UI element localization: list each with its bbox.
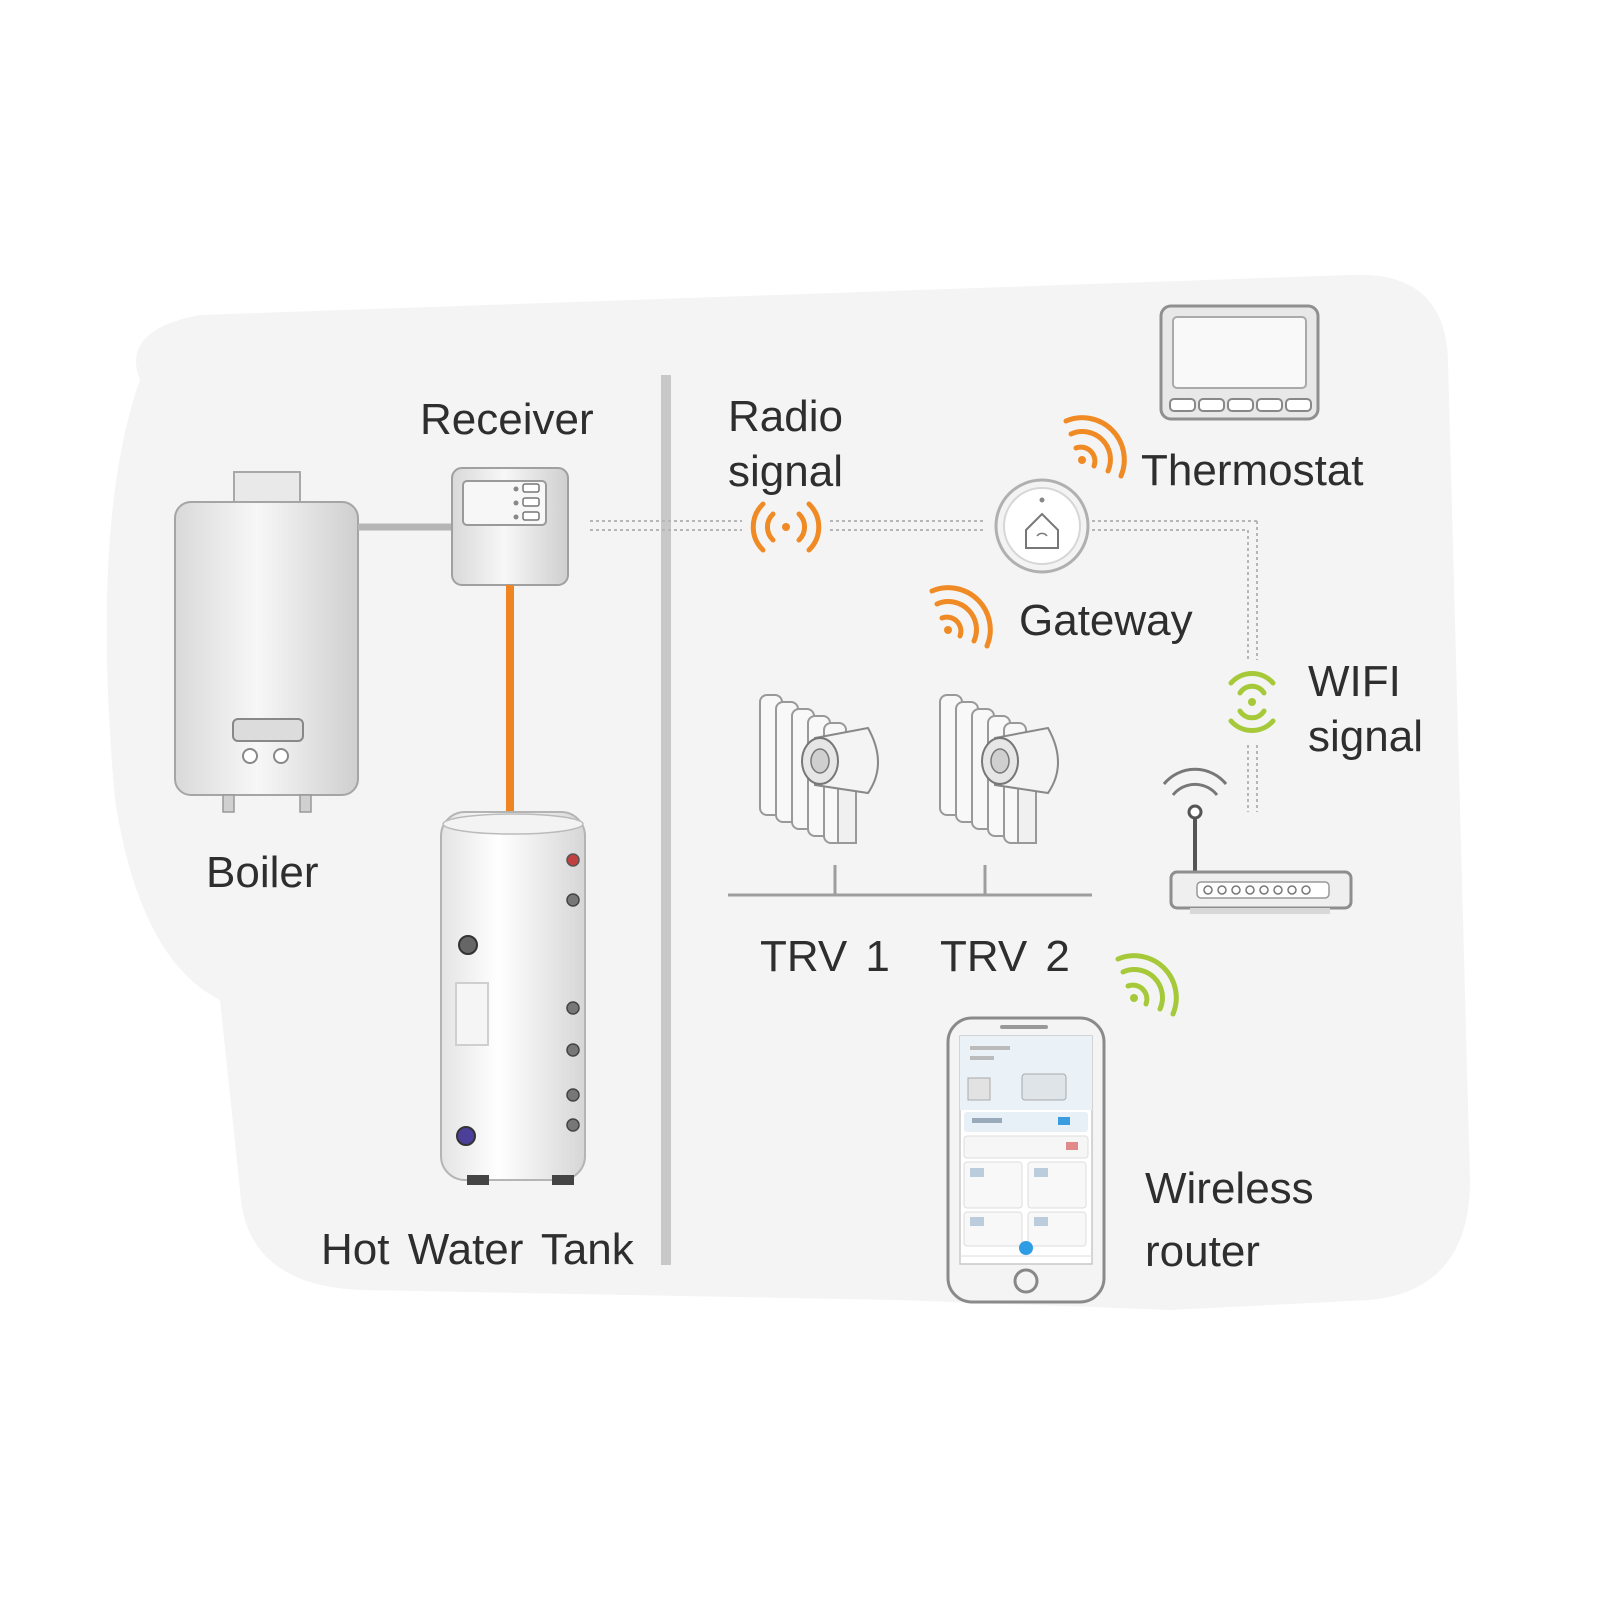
wifi-wave-icon-phone [1115,953,1179,1017]
thermostat-icon [1159,304,1320,421]
radio-signal-label-line2: signal [728,447,843,496]
wireless-router-label-line1: Wireless [1145,1164,1314,1213]
wifi-signal-label-line1: WIFI [1308,657,1401,706]
dotted-links [590,520,1258,812]
radio-signal-label-line1: Radio [728,392,843,441]
wifi-wave-icon [1228,671,1276,733]
thermostat-label: Thermostat [1141,446,1364,495]
wifi-signal-label-line2: signal [1308,712,1423,761]
trv-icon-2 [939,694,1059,844]
radio-wave-icon [750,501,822,553]
receiver-label: Receiver [420,395,594,444]
wireless-router-label-line2: router [1145,1227,1260,1276]
boiler-label: Boiler [206,848,319,897]
hot-water-tank-icon [440,811,586,1185]
trv-icon-1 [759,694,879,844]
radio-wave-icon-thermostat [1063,415,1127,479]
boiler-icon [174,471,359,813]
gateway-label: Gateway [1019,596,1193,645]
trv2-label: TRV 2 [940,932,1070,981]
radio-wave-icon-gateway [929,585,993,649]
receiver-icon [451,467,569,586]
trv-bracket [728,865,1092,897]
router-icon [1162,767,1353,914]
gateway-icon [994,478,1090,574]
trv1-label: TRV 1 [760,932,890,981]
hot-water-tank-label: Hot Water Tank [321,1225,634,1274]
smartphone-icon [946,1016,1106,1304]
